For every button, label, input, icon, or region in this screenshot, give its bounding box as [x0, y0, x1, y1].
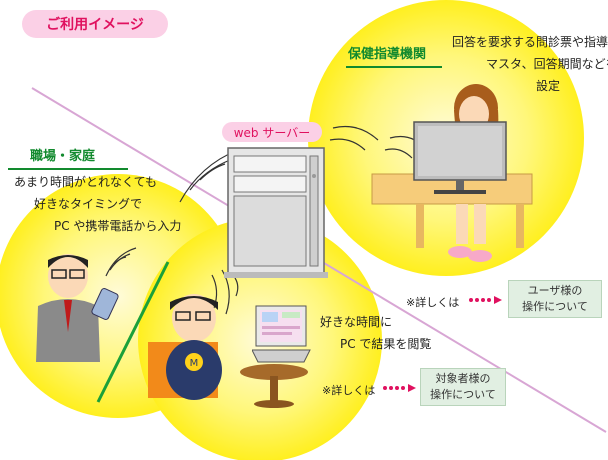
workplace-line-1: あまり時間がとれなくても	[14, 175, 158, 189]
page-title: ご利用イメージ	[22, 10, 168, 38]
health-org-heading: 保健指導機関	[348, 47, 427, 62]
user-guide-line-2: 操作について	[522, 300, 588, 313]
arrow-right-icon	[469, 296, 502, 304]
pc-user-icon: M	[148, 294, 308, 408]
user-note-prefix: ※詳しくは	[406, 296, 460, 309]
subject-note-prefix: ※詳しくは	[322, 384, 376, 397]
subject-guide-line-1: 対象者様の	[435, 372, 491, 385]
health-org-line-1: 回答を要求する問診票や指導票	[452, 35, 608, 49]
user-guide-line-1: ユーザ様の	[527, 284, 583, 297]
workplace-heading-rule	[8, 168, 128, 170]
workplace-line-2: 好きなタイミングで	[34, 197, 143, 211]
health-org-line-2: マスタ、回答期間などを	[486, 57, 608, 71]
workplace-line-3: PC や携帯電話から入力	[54, 219, 182, 233]
subject-guide-line-2: 操作について	[430, 388, 496, 401]
user-guide-link[interactable]: ユーザ様の 操作について	[508, 280, 602, 318]
viewer-line-1: 好きな時間に	[320, 315, 393, 329]
health-org-heading-rule	[346, 66, 442, 68]
web-server-label: web サーバー	[222, 122, 322, 142]
subject-guide-link[interactable]: 対象者様の 操作について	[420, 368, 506, 406]
server-icon	[224, 147, 328, 278]
phone-signal-icon	[105, 247, 137, 277]
green-separator-line	[96, 261, 170, 403]
workplace-heading: 職場・家庭	[30, 149, 96, 164]
laptop-icon	[252, 305, 311, 363]
phone-user-icon	[36, 254, 119, 362]
monitor-icon	[413, 121, 507, 194]
arrow-right-icon	[383, 384, 416, 392]
health-org-line-3: 設定	[536, 79, 561, 93]
viewer-line-2: PC で結果を閲覧	[340, 337, 432, 351]
svg-text:M: M	[190, 358, 199, 369]
